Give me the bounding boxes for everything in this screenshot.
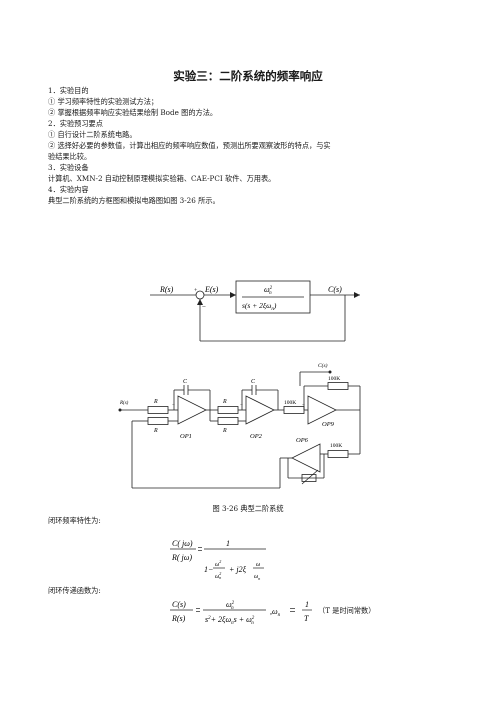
- text-line: ② 选择好必要的参数值，计算出相应的频率响应数值，预测出所要观察波形的特点，与实: [48, 141, 331, 150]
- svg-text:C(s): C(s): [172, 600, 186, 609]
- op1-label: OP1: [180, 433, 192, 440]
- svg-text:−: −: [202, 303, 206, 311]
- output-label: C(s): [318, 362, 328, 369]
- svg-text:T: T: [304, 614, 309, 623]
- svg-text:−: −: [240, 403, 243, 408]
- figure-caption: 图 3-26 典型二阶系统: [212, 504, 284, 513]
- block-input-label: R(s): [159, 285, 174, 294]
- resistor-r: R: [222, 428, 227, 434]
- text-line: 4．实验内容: [48, 185, 89, 194]
- text-line: 验结果比较。: [48, 152, 92, 161]
- resistor-100k: 100K: [330, 443, 342, 449]
- text-line: ① 学习频率特性的实验测试方法；: [48, 97, 159, 106]
- text-line: 典型二阶系统的方框图和模拟电路图如图 3-26 所示。: [48, 196, 220, 205]
- text-line: 3．实验设备: [48, 163, 89, 172]
- capacitor-c: C: [251, 379, 256, 385]
- svg-text:ω2: ω2: [215, 559, 221, 568]
- svg-text:s2+ 2ξωns + ω2n: s2+ 2ξωns + ω2n: [205, 615, 255, 626]
- svg-text:ω2n: ω2n: [264, 285, 273, 296]
- op9-label: OP9: [322, 421, 335, 428]
- circuit-input: R(s): [119, 401, 129, 406]
- svg-text:−: −: [172, 403, 175, 408]
- resistor-100k: 100K: [284, 400, 296, 406]
- svg-text:,ωn: ,ωn: [270, 607, 281, 618]
- svg-text:R( jω): R( jω): [171, 553, 192, 562]
- op6-label: OP6: [296, 437, 309, 444]
- svg-text:1−: 1−: [204, 565, 213, 574]
- resistor-r: R: [153, 428, 158, 434]
- page-title: 实验三：二阶系统的频率响应: [173, 69, 323, 83]
- resistor-r: R: [153, 399, 158, 405]
- text-line: 2．实验预习要点: [48, 119, 103, 128]
- text-line: 计算机、XMN-2 自动控制原理模拟实验箱、CAE-PCI 软件、万用表。: [48, 174, 276, 183]
- resistor-100k: 100K: [328, 376, 340, 382]
- capacitor-c: C: [183, 379, 188, 385]
- tf-note: （T 是时间常数）: [318, 606, 376, 615]
- closed-loop-freq-label: 闭环频率特性为:: [48, 516, 101, 525]
- svg-text:ω: ω: [256, 562, 260, 568]
- text-line: ② 掌握根据频率响应实验结果绘制 Bode 图的方法。: [48, 108, 218, 117]
- resistor-r: R: [222, 399, 227, 405]
- svg-text:+: +: [194, 288, 198, 294]
- block-error-label: E(s): [204, 285, 219, 294]
- svg-text:ω2n: ω2n: [226, 600, 235, 611]
- text-line: 1．实验目的: [48, 86, 89, 95]
- svg-text:ω2n: ω2n: [215, 571, 221, 580]
- block-output-label: C(s): [328, 285, 342, 294]
- svg-text:s(s + 2ξωn): s(s + 2ξωn): [242, 301, 277, 312]
- op2-label: OP2: [250, 433, 263, 440]
- svg-text:−: −: [302, 403, 305, 408]
- text-line: ① 自行设计二阶系统电路。: [48, 130, 137, 139]
- svg-text:1: 1: [226, 539, 230, 548]
- svg-text:1: 1: [305, 600, 309, 609]
- svg-text:R(s): R(s): [171, 614, 186, 623]
- closed-loop-tf-label: 闭环传递函数为:: [48, 586, 101, 595]
- svg-text:C( jω): C( jω): [172, 539, 193, 548]
- svg-text:+ j2ξ: + j2ξ: [229, 565, 247, 574]
- svg-text:ωn: ωn: [254, 574, 260, 581]
